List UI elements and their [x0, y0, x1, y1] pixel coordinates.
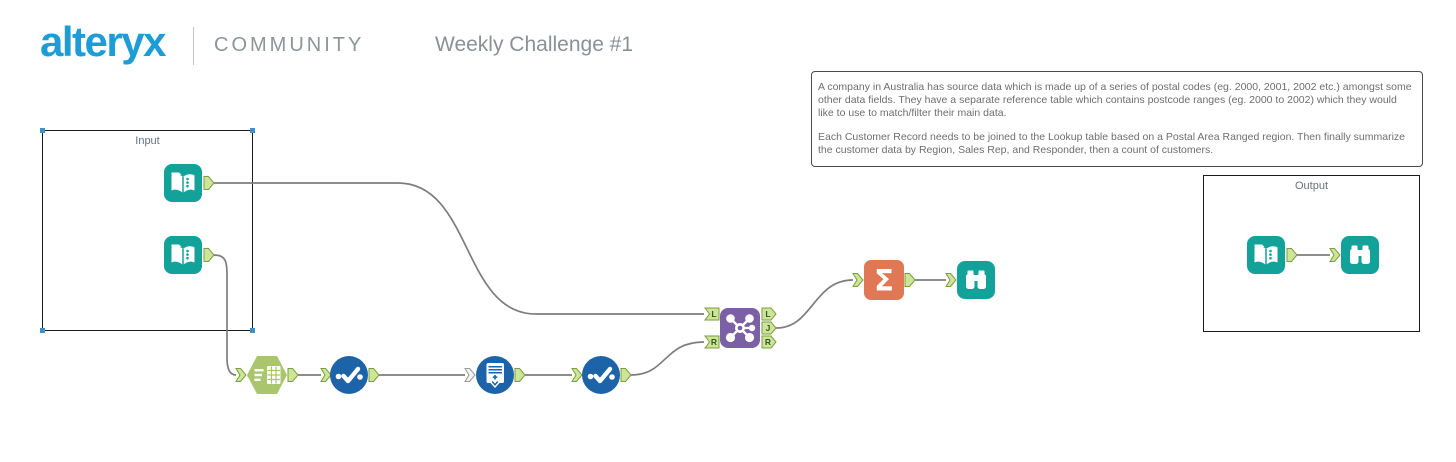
sigma-icon: Σ — [874, 264, 894, 298]
svg-text:J: J — [766, 323, 771, 333]
input-data-tool-1[interactable] — [164, 164, 202, 202]
summarize-tool[interactable]: Σ — [864, 260, 904, 300]
select-tool-1[interactable] — [330, 356, 368, 394]
join-R-input-anchor[interactable]: R — [704, 335, 720, 349]
connection-input2-to-texttocolumns — [213, 254, 237, 376]
output-browse-tool[interactable] — [1341, 236, 1379, 274]
open-book-icon — [171, 172, 195, 193]
connection-select2-to-join-R — [630, 341, 705, 376]
input1-output-anchor[interactable] — [203, 176, 215, 190]
join-L-output-anchor[interactable]: L — [761, 307, 777, 321]
comment-paragraph-1: A company in Australia has source data w… — [818, 81, 1412, 120]
summarize-input-anchor[interactable] — [852, 273, 864, 287]
input-data-tool-2[interactable] — [164, 236, 202, 274]
svg-text:L: L — [765, 309, 770, 319]
select1-input-anchor[interactable] — [320, 368, 332, 382]
browse-tool[interactable] — [957, 261, 995, 299]
svg-text:R: R — [711, 337, 717, 347]
generaterows-output-anchor[interactable] — [514, 368, 526, 382]
tool-body — [582, 356, 620, 394]
select2-output-anchor[interactable] — [620, 368, 632, 382]
select1-output-anchor[interactable] — [368, 368, 380, 382]
connection-join-J-to-summarize — [775, 279, 854, 329]
select-tool-2[interactable] — [582, 356, 620, 394]
input-tool-container[interactable]: Input — [40, 128, 255, 333]
alteryx-logo: alteryx — [40, 18, 166, 65]
output-container-label: Output — [1294, 180, 1329, 192]
comment-tool-box[interactable]: A company in Australia has source data w… — [811, 71, 1423, 167]
join-tool[interactable] — [720, 308, 760, 348]
select2-input-anchor[interactable] — [571, 368, 583, 382]
header-divider — [193, 27, 194, 65]
check-with-dots-icon — [335, 366, 363, 384]
texttocolumns-output-anchor[interactable] — [287, 368, 299, 382]
output-browse-input-anchor[interactable] — [1329, 248, 1341, 262]
input2-output-anchor[interactable] — [203, 248, 215, 262]
resize-handle[interactable] — [250, 328, 255, 333]
texttocolumns-input-anchor[interactable] — [235, 368, 247, 382]
resize-handle[interactable] — [40, 128, 45, 133]
connection-input1-to-join-L — [214, 182, 704, 315]
summarize-output-anchor[interactable] — [904, 273, 916, 287]
generaterows-input-anchor[interactable] — [464, 368, 476, 382]
text-to-columns-tool[interactable] — [247, 356, 287, 394]
check-with-dots-icon — [587, 366, 615, 384]
output-input-output-anchor[interactable] — [1286, 248, 1298, 262]
workflow-title: Weekly Challenge #1 — [435, 33, 634, 56]
resize-handle[interactable] — [40, 328, 45, 333]
comment-paragraph-2: Each Customer Record needs to be joined … — [818, 131, 1406, 157]
molecule-join-icon — [725, 314, 756, 343]
text-lines-to-table-icon — [254, 366, 281, 384]
table-plus-down-arrow-icon — [486, 363, 504, 388]
tool-body — [330, 356, 368, 394]
join-J-output-anchor[interactable]: J — [761, 321, 777, 335]
binoculars-icon — [966, 270, 986, 289]
open-book-icon — [171, 244, 195, 265]
join-R-output-anchor[interactable]: R — [761, 335, 777, 349]
output-input-data-tool[interactable] — [1247, 236, 1285, 274]
resize-handle[interactable] — [250, 128, 255, 133]
output-tool-container[interactable]: Output — [1203, 175, 1420, 332]
generate-rows-tool[interactable] — [476, 356, 514, 394]
input-container-label: Input — [135, 135, 160, 147]
browse-input-anchor[interactable] — [945, 273, 957, 287]
community-label: COMMUNITY — [214, 34, 365, 56]
open-book-icon — [1254, 244, 1278, 265]
svg-text:R: R — [765, 337, 771, 347]
binoculars-icon — [1350, 245, 1370, 264]
join-L-input-anchor[interactable]: L — [704, 307, 720, 321]
tool-body — [864, 260, 904, 300]
svg-text:L: L — [711, 309, 716, 319]
